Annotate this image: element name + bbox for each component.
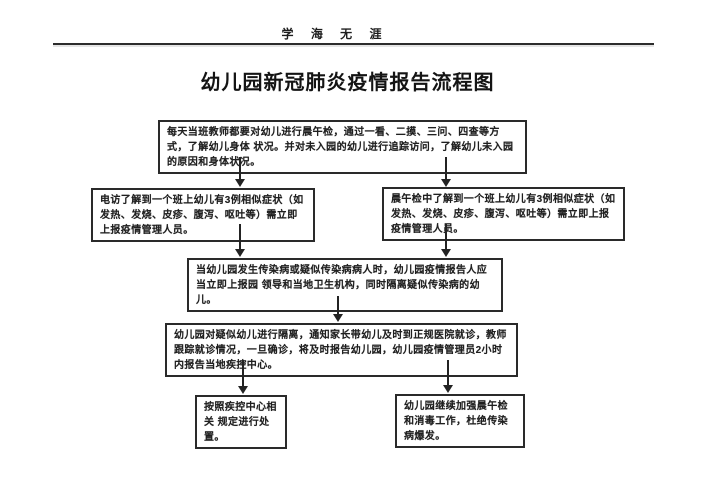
- arrow-head: [443, 385, 453, 393]
- down-arrow-icon: [440, 157, 452, 187]
- down-arrow-icon: [237, 360, 249, 394]
- down-arrow-icon: [442, 360, 454, 393]
- arrow-shaft: [337, 296, 339, 315]
- flow-node-report-leaders-health-authority: 当幼儿园发生传染病或疑似传染病病人时，幼儿园疫情报告人应当立即上报园 领导和当地…: [187, 258, 503, 312]
- page-title: 幼儿园新冠肺炎疫情报告流程图: [200, 72, 495, 94]
- arrow-shaft: [239, 224, 241, 250]
- arrow-shaft: [239, 157, 241, 180]
- header-motto: 学 海 无 涯: [281, 27, 389, 41]
- flow-node-handle-per-cdc-rules: 按照疾控中心相关 规定进行处置。: [195, 395, 287, 449]
- down-arrow-icon: [234, 157, 246, 187]
- flow-node-phone-visit-report: 电访了解到一个班上幼儿有3例相似症状（如发热、发烧、皮疹、腹泻、呕吐等）需立即上…: [91, 188, 315, 242]
- flow-node-morning-check-report: 晨午检中了解到一个班上幼儿有3例相似症状（如发热、发烧、皮疹、腹泻、呕吐等）需立…: [382, 187, 625, 241]
- arrow-shaft: [445, 157, 447, 180]
- arrow-head: [441, 179, 451, 187]
- arrow-shaft: [447, 360, 449, 386]
- flow-node-daily-morning-noon-check: 每天当班教师都要对幼儿进行晨午检，通过一看、二摸、三问、四查等方式，了解幼儿身体…: [158, 120, 527, 174]
- arrow-head: [235, 249, 245, 257]
- flow-node-isolate-and-report-cdc: 幼儿园对疑似幼儿进行隔离，通知家长带幼儿及时到正规医院就诊，教师跟踪就诊情况，一…: [165, 323, 518, 377]
- flow-node-strengthen-check-disinfection: 幼儿园继续加强晨午检和消毒工作，杜绝传染病爆发。: [395, 394, 525, 448]
- header-divider-line: [53, 43, 654, 45]
- arrow-shaft: [242, 360, 244, 387]
- down-arrow-icon: [234, 224, 246, 257]
- down-arrow-icon: [332, 296, 344, 322]
- arrow-shaft: [445, 224, 447, 250]
- arrow-head: [235, 179, 245, 187]
- arrow-head: [238, 386, 248, 394]
- arrow-head: [441, 249, 451, 257]
- arrow-head: [333, 314, 343, 322]
- down-arrow-icon: [440, 224, 452, 257]
